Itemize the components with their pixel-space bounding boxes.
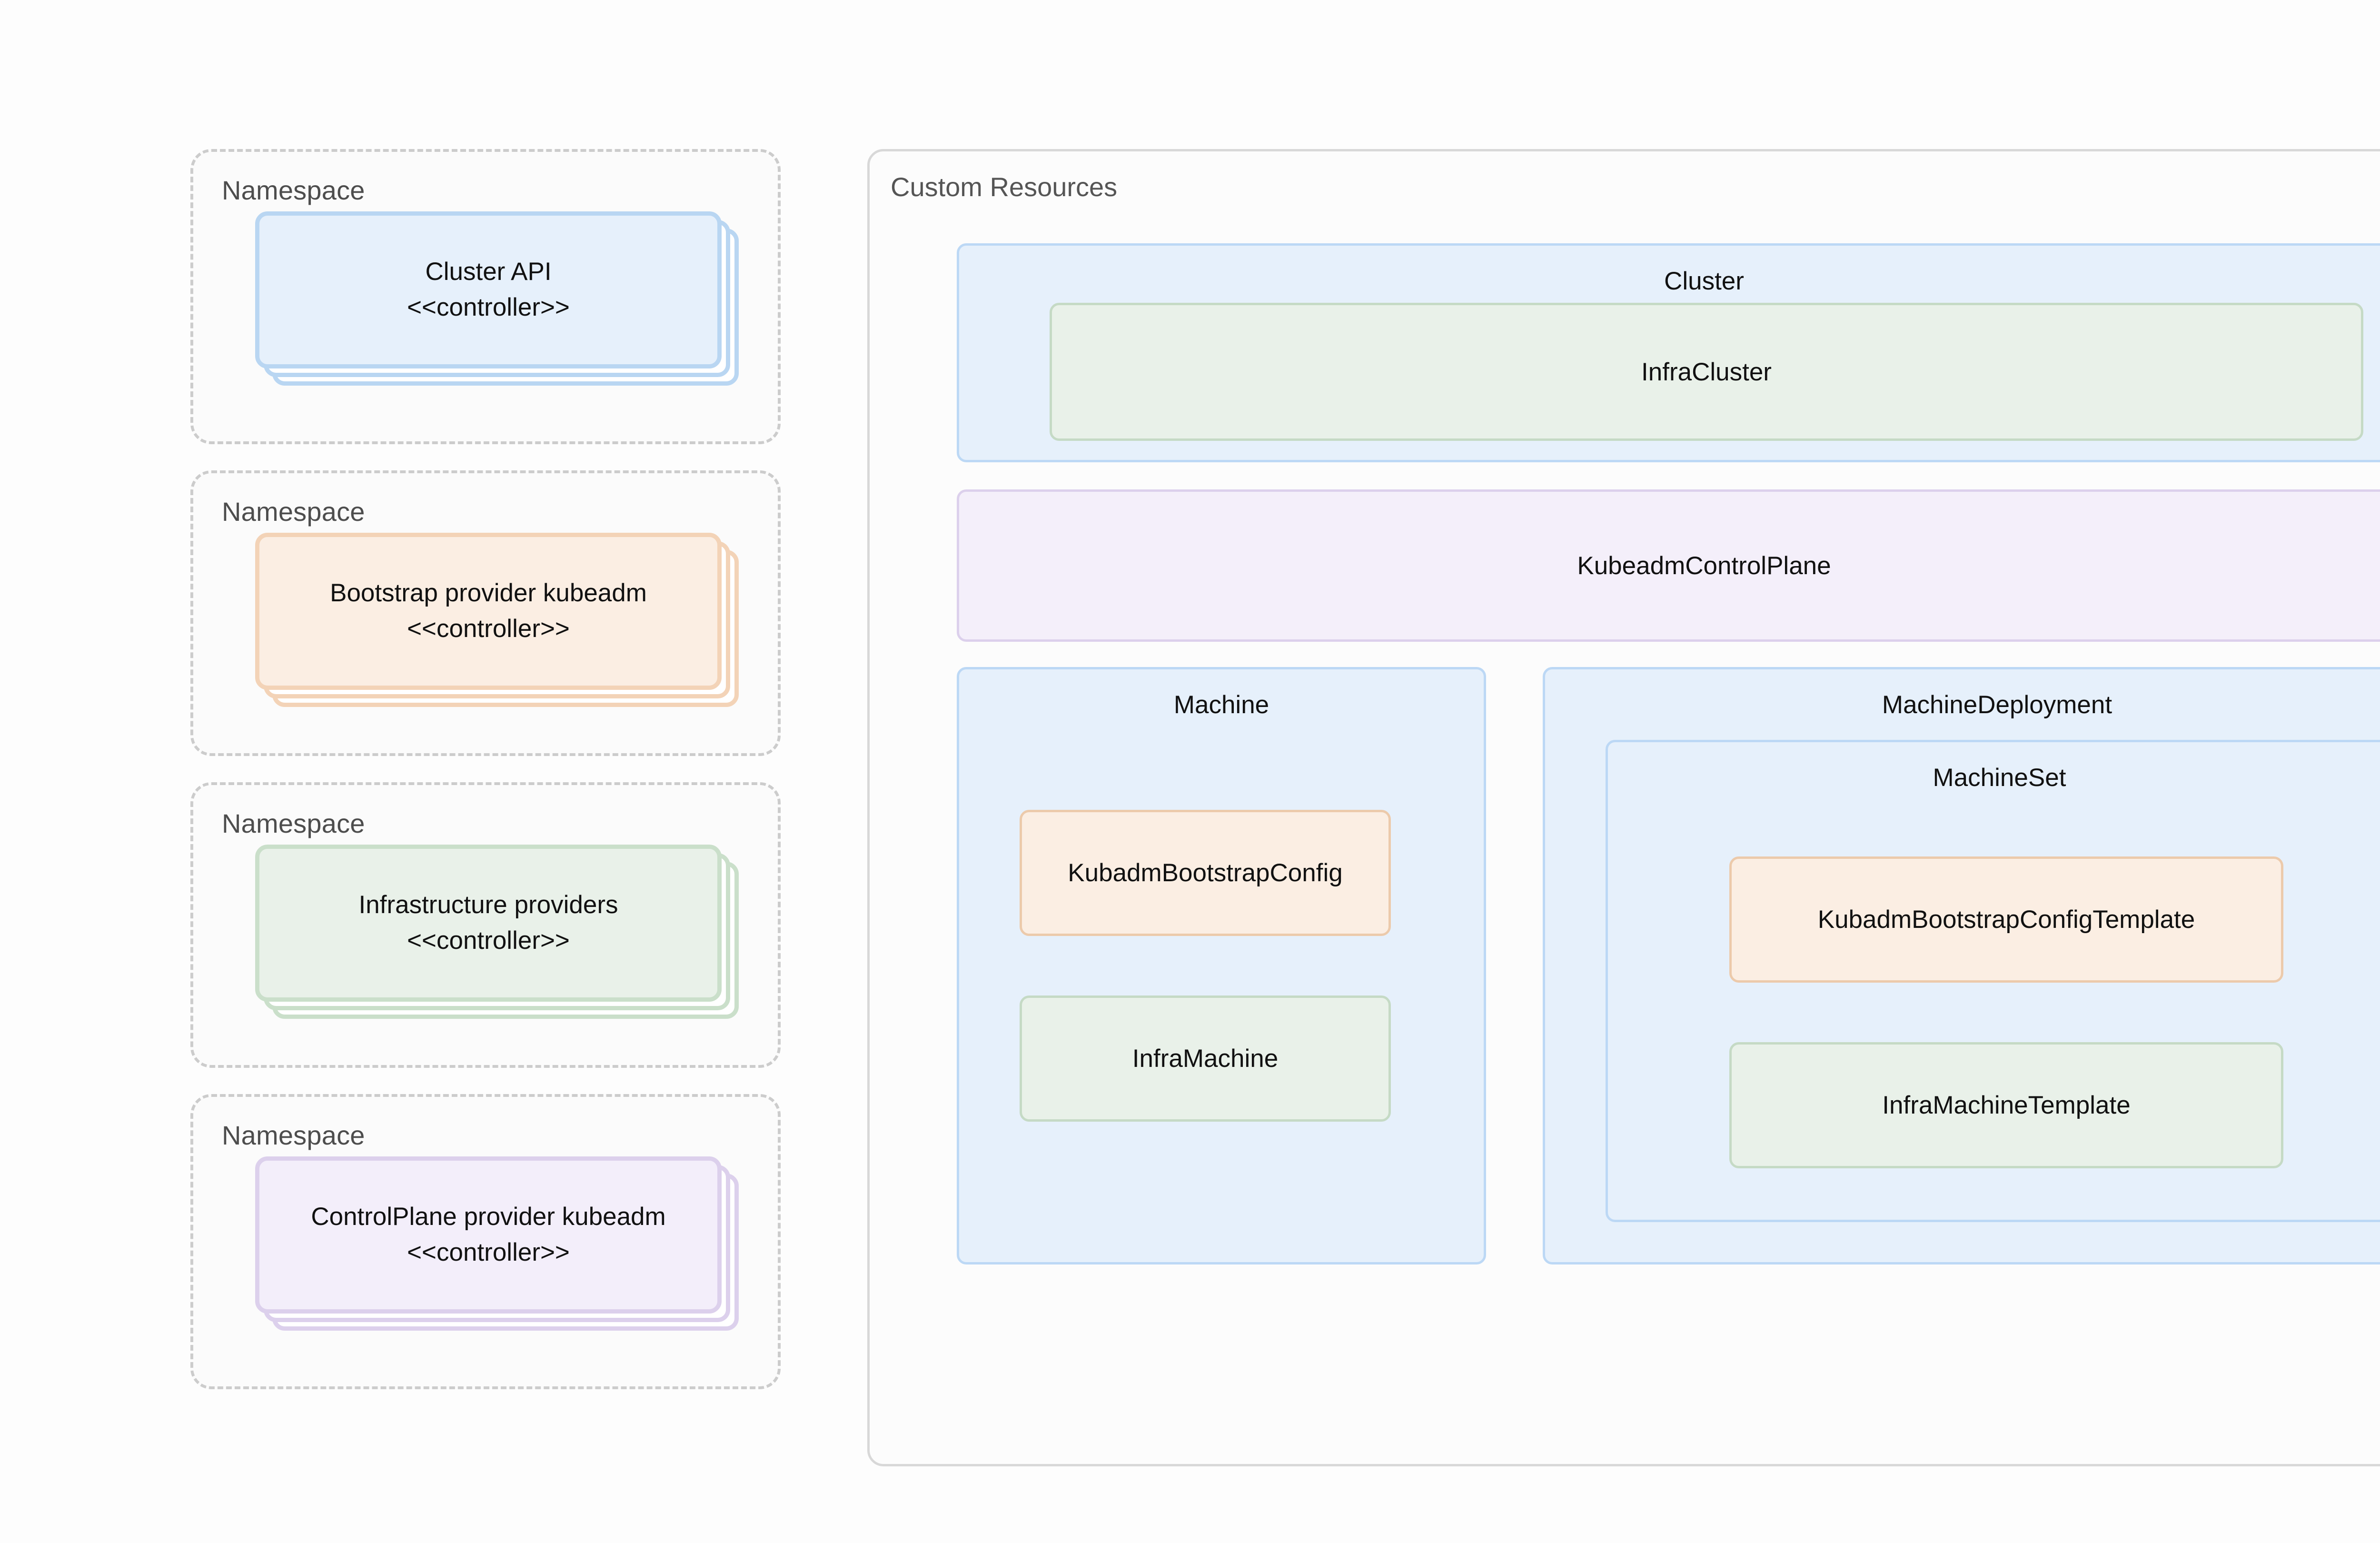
controller-stack-cluster-api[interactable]: Cluster API <<controller>>: [255, 211, 739, 386]
namespace-label: Namespace: [222, 808, 365, 838]
machine-label: Machine: [1173, 691, 1269, 719]
controller-stereotype: <<controller>>: [407, 615, 570, 643]
cluster-label: Cluster: [1664, 267, 1744, 295]
controller-stereotype: <<controller>>: [407, 293, 570, 321]
controller-stereotype: <<controller>>: [407, 1238, 570, 1266]
infracluster-box[interactable]: InfraCluster: [1050, 303, 2363, 441]
machine-box[interactable]: Machine KubadmBootstrapConfig InfraMachi…: [957, 667, 1486, 1264]
controller-stack-bootstrap-provider-kubeadm[interactable]: Bootstrap provider kubeadm <<controller>…: [255, 533, 739, 707]
kubadm-bootstrap-config-label: KubadmBootstrapConfig: [1068, 859, 1343, 887]
controller-title: ControlPlane provider kubeadm: [311, 1203, 666, 1231]
machine-deployment-label: MachineDeployment: [1882, 691, 2112, 719]
namespace-label: Namespace: [222, 175, 365, 205]
controller-stereotype: <<controller>>: [407, 926, 570, 955]
controller-card[interactable]: Bootstrap provider kubeadm <<controller>…: [255, 533, 722, 690]
namespace-container-bootstrap-provider-kubeadm: Namespace Bootstrap provider kubeadm <<c…: [190, 470, 781, 756]
controller-title: Bootstrap provider kubeadm: [330, 579, 647, 607]
infracluster-label: InfraCluster: [1641, 358, 1772, 386]
custom-resources-title: Custom Resources: [891, 172, 1118, 202]
controller-title: Infrastructure providers: [358, 891, 618, 919]
custom-resources-panel: Custom Resources Cluster InfraCluster Ku…: [867, 149, 2380, 1466]
namespace-container-cluster-api: Namespace Cluster API <<controller>>: [190, 149, 781, 444]
infra-machine-template-label: InfraMachineTemplate: [1882, 1091, 2131, 1119]
controller-title: Cluster API: [425, 258, 552, 286]
controller-card[interactable]: Infrastructure providers <<controller>>: [255, 845, 722, 1002]
namespace-container-controlplane-provider-kubeadm: Namespace ControlPlane provider kubeadm …: [190, 1094, 781, 1389]
machine-set-box[interactable]: MachineSet KubadmBootstrapConfigTemplate…: [1606, 740, 2380, 1222]
kubeadm-control-plane-label: KubeadmControlPlane: [1577, 551, 1831, 580]
cluster-box[interactable]: Cluster InfraCluster: [957, 243, 2380, 462]
namespace-label: Namespace: [222, 497, 365, 527]
kubadm-bootstrap-config-box[interactable]: KubadmBootstrapConfig: [1020, 810, 1391, 936]
namespace-column: Namespace Cluster API <<controller>> Nam…: [190, 149, 781, 1415]
controller-stack-controlplane-provider-kubeadm[interactable]: ControlPlane provider kubeadm <<controll…: [255, 1156, 739, 1331]
kubadm-bootstrap-config-template-label: KubadmBootstrapConfigTemplate: [1817, 906, 2195, 934]
controller-stack-infrastructure-providers[interactable]: Infrastructure providers <<controller>>: [255, 845, 739, 1019]
infra-machine-box[interactable]: InfraMachine: [1020, 995, 1391, 1122]
infra-machine-label: InfraMachine: [1132, 1045, 1279, 1073]
kubeadm-control-plane-box[interactable]: KubeadmControlPlane: [957, 489, 2380, 642]
controller-card[interactable]: Cluster API <<controller>>: [255, 211, 722, 368]
kubadm-bootstrap-config-template-box[interactable]: KubadmBootstrapConfigTemplate: [1729, 856, 2283, 983]
namespace-label: Namespace: [222, 1120, 365, 1150]
machine-set-label: MachineSet: [1933, 764, 2066, 792]
machine-deployment-box[interactable]: MachineDeployment MachineSet KubadmBoots…: [1543, 667, 2380, 1264]
infra-machine-template-box[interactable]: InfraMachineTemplate: [1729, 1042, 2283, 1168]
namespace-container-infrastructure-providers: Namespace Infrastructure providers <<con…: [190, 782, 781, 1068]
controller-card[interactable]: ControlPlane provider kubeadm <<controll…: [255, 1156, 722, 1314]
